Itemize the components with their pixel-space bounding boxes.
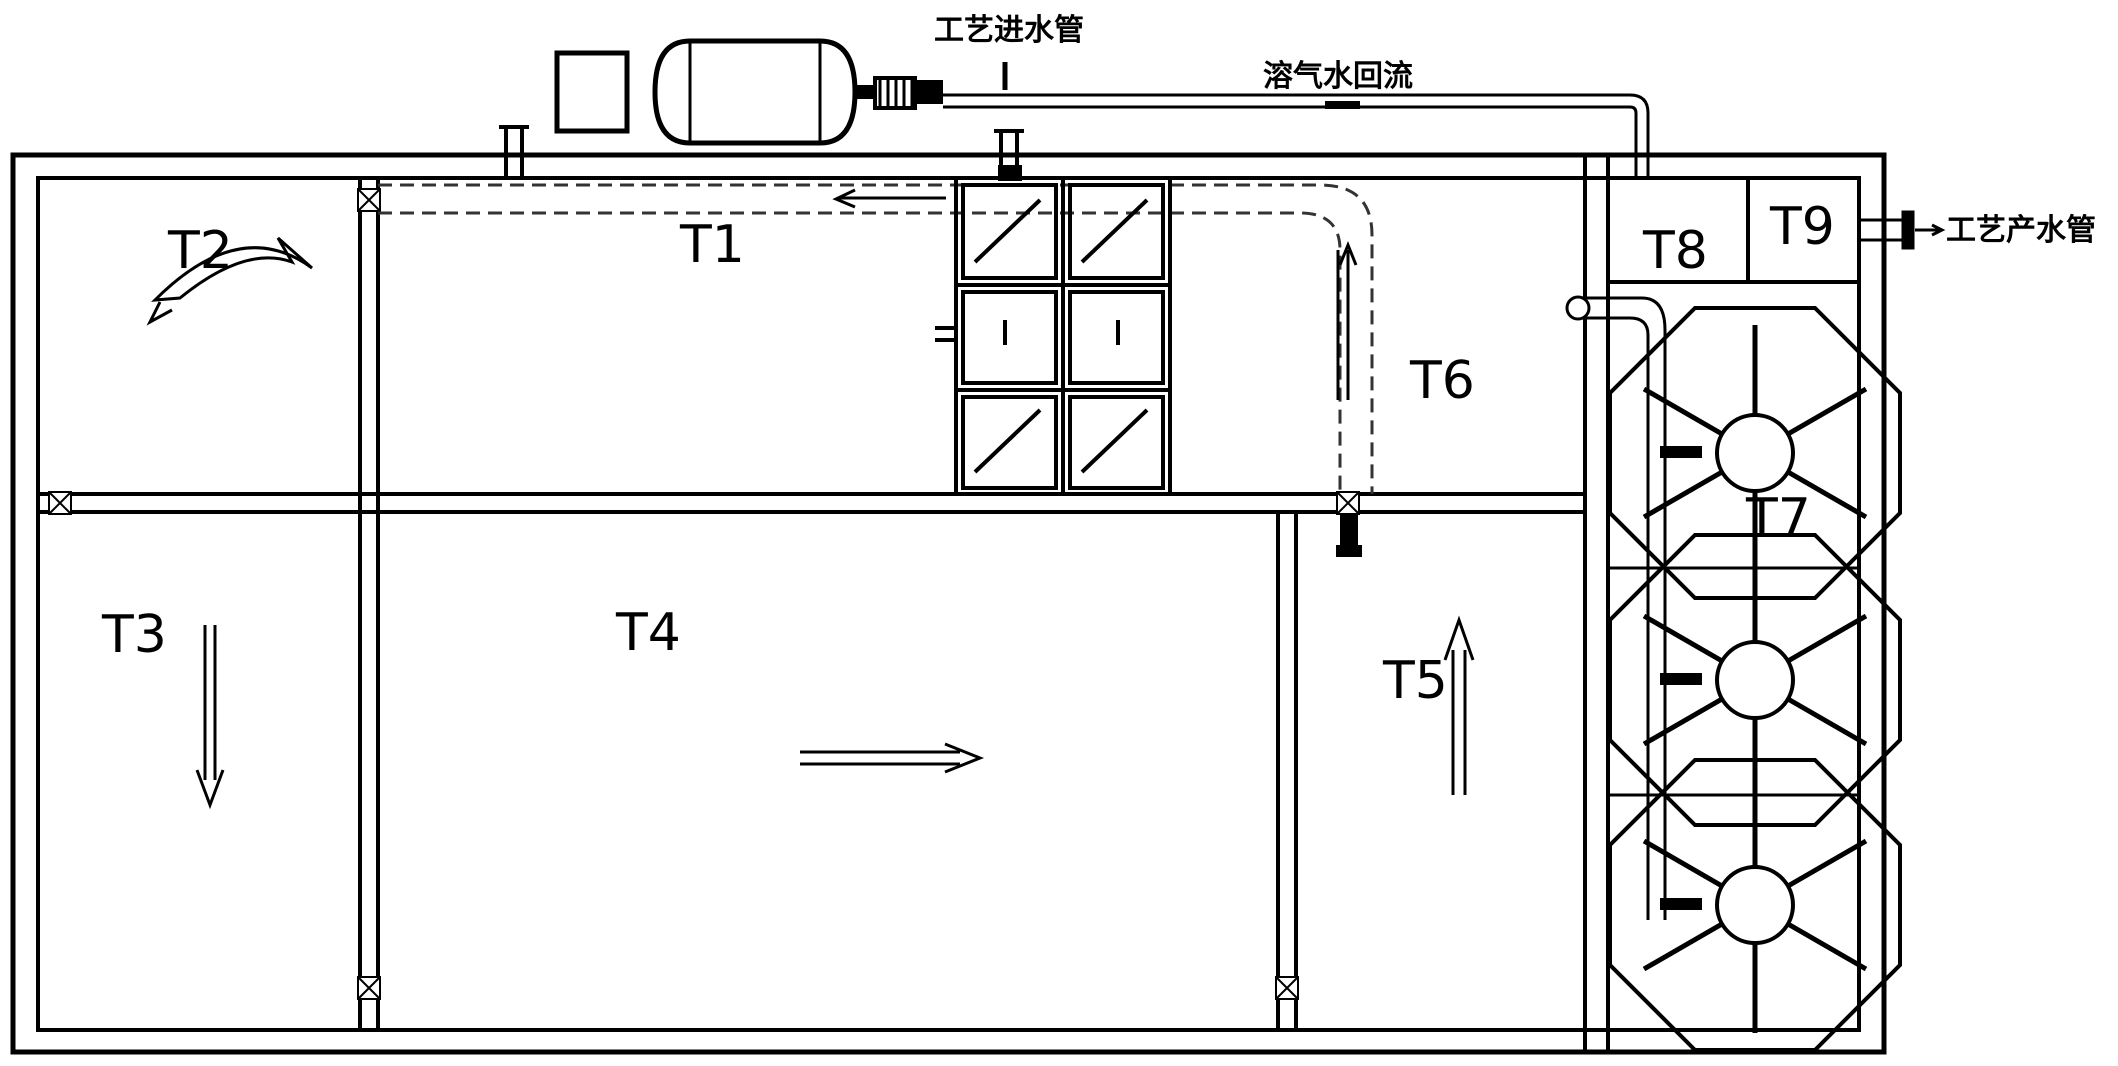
inlet-pipe-label: 工艺进水管: [934, 13, 1084, 48]
recycle-label: 溶气水回流: [1263, 59, 1413, 94]
flow-arrow-icon: [151, 236, 313, 302]
valve-icon: [1336, 491, 1360, 515]
return-pipe: [943, 93, 1650, 178]
valve-icon: [357, 976, 381, 1000]
tank-label-t3: T3: [101, 605, 167, 665]
flow-arrow-icon: [832, 188, 1358, 400]
tank-label-t4: T4: [615, 603, 681, 663]
tank-label-t8: T8: [1642, 221, 1708, 281]
valve-icon: [48, 491, 72, 515]
outlet-pipe-label: 工艺产水管: [1946, 213, 2096, 248]
t7-pipe-elbow: [1565, 295, 1591, 321]
outlet-fitting: [1336, 515, 1362, 557]
tank-label-t2: T2: [167, 221, 233, 281]
return-valve: [1325, 101, 1360, 109]
outer-wall-inner: [36, 176, 1861, 1032]
outer-wall-outer: [10, 152, 1887, 1055]
t7-inlet-pipe: [1575, 296, 1667, 920]
tank-label-t1: T1: [679, 215, 745, 275]
tank-label-t6: T6: [1409, 351, 1475, 411]
divider-wall: [38, 155, 1859, 1052]
flow-arrow-icon: [800, 742, 985, 774]
outlet-pipe: [1859, 210, 1946, 250]
tank-label-t9: T9: [1769, 197, 1835, 257]
tank-label-t5: T5: [1382, 651, 1448, 711]
fan-icon: [1610, 760, 1900, 1050]
pump: [855, 76, 943, 110]
flow-arrow-icon: [1443, 615, 1475, 795]
control-box: [554, 50, 630, 134]
dashed-header-pipe: [378, 183, 1374, 494]
diffuser-grid: [935, 176, 1172, 496]
valve-icon: [357, 188, 381, 212]
flow-arrow-icon: [195, 625, 225, 810]
pressure-tank: [652, 38, 858, 146]
fan-separator: [1610, 566, 1859, 797]
flow-arrow-icon: [146, 301, 173, 326]
tank-label-t7: T7: [1745, 488, 1811, 548]
fan-feed-pipe: [1660, 446, 1702, 910]
valve-icon: [1275, 976, 1299, 1000]
